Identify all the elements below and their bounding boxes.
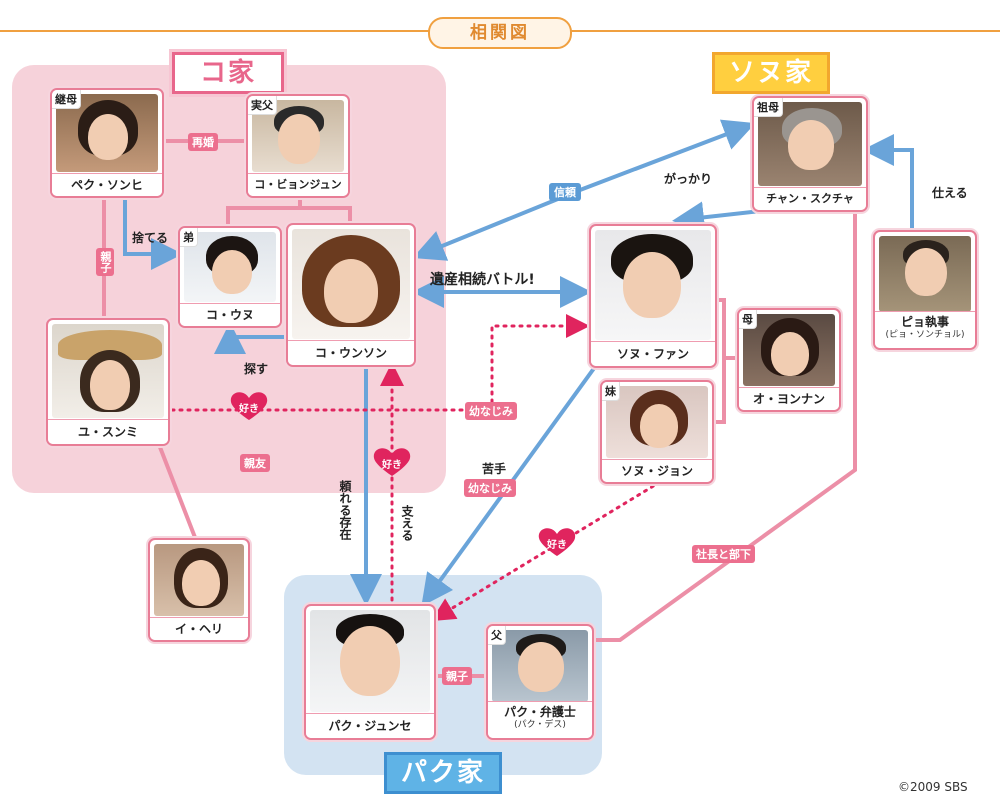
role-park-lawyer: 父 (488, 626, 506, 645)
park-family-sign: パク家 (384, 752, 502, 794)
role-sonu-jon: 妹 (602, 382, 620, 401)
photo-yu-sunmi (52, 324, 164, 418)
role-ko-une: 弟 (180, 228, 198, 247)
card-i-heri[interactable]: イ・ヘリ (148, 538, 250, 642)
name-o-yonnan: オ・ヨンナン (739, 387, 839, 410)
label-reliable: 頼れる存在 (338, 480, 352, 540)
role-pak-sonhi: 継母 (52, 90, 81, 109)
name-chan-sukucha: チャン・スクチャ (754, 187, 866, 210)
name-park-lawyer: パク・弁護士 (パク・デス) (488, 701, 592, 738)
heart-love-1: 好き (232, 392, 266, 422)
tag-parent-child-ko: 親子 (96, 248, 114, 276)
photo-sonu-fan (595, 230, 711, 340)
card-chan-sukucha[interactable]: 祖母 チャン・スクチャ (752, 96, 868, 212)
card-sonu-fan[interactable]: ソヌ・ファン (589, 224, 717, 368)
sonu-family-sign: ソヌ家 (712, 52, 830, 94)
tag-remarriage: 再婚 (188, 133, 218, 151)
heart-love-2: 好き (375, 448, 409, 478)
photo-ko-une (184, 232, 276, 302)
arrow-serve (862, 134, 914, 228)
tag-trust: 信頼 (549, 183, 581, 201)
name-i-heri: イ・ヘリ (150, 617, 248, 640)
tag-best-friend: 親友 (240, 454, 270, 472)
card-ko-byonjun[interactable]: 実父 コ・ビョンジュン (246, 94, 350, 198)
card-yu-sunmi[interactable]: ユ・スンミ (46, 318, 170, 446)
heart-text-3: 好き (547, 540, 567, 551)
card-pak-sonhi[interactable]: 継母 ペク・ソンヒ (50, 88, 164, 198)
tag-childhood-friend-1: 幼なじみ (465, 402, 517, 420)
name-pyo: ピョ執事 (ピョ・ソンチョル) (875, 311, 975, 348)
role-ko-byonjun: 実父 (248, 96, 277, 115)
photo-park-lawyer (492, 630, 588, 702)
tag-childhood-friend-2: 幼なじみ (464, 479, 516, 497)
card-park-lawyer[interactable]: 父 パク・弁護士 (パク・デス) (486, 624, 594, 740)
label-awkward: 苦手 (482, 462, 507, 476)
tag-parent-child-park: 親子 (442, 667, 472, 685)
photo-ko-unson (292, 229, 410, 339)
label-abandon: 捨てる (132, 231, 169, 245)
role-chan-sukucha: 祖母 (754, 98, 783, 117)
name-sonu-fan: ソヌ・ファン (591, 341, 715, 366)
photo-i-heri (154, 544, 244, 616)
card-pyo[interactable]: ピョ執事 (ピョ・ソンチョル) (873, 230, 977, 350)
label-search: 探す (244, 362, 269, 376)
role-o-yonnan: 母 (739, 310, 757, 329)
label-inheritance-battle: 遺産相続バトル! (430, 272, 535, 288)
name-pak-sonhi: ペク・ソンヒ (52, 173, 162, 196)
name-ko-une: コ・ウヌ (180, 303, 280, 326)
name-ko-byonjun: コ・ビョンジュン (248, 173, 348, 196)
photo-sonu-jon (606, 386, 708, 458)
name-park-junse: パク・ジュンセ (306, 713, 434, 738)
label-support: 支える (400, 505, 414, 541)
name-pyo-main: ピョ執事 (900, 315, 949, 329)
label-serve: 仕える (932, 186, 968, 200)
ko-family-sign: コ家 (172, 52, 284, 94)
name-pyo-sub: (ピョ・ソンチョル) (885, 330, 965, 340)
label-disappointed: がっかり (664, 172, 713, 186)
copyright: ©2009 SBS (898, 780, 968, 794)
tag-boss-subordinate: 社長と部下 (692, 545, 755, 563)
card-ko-unson[interactable]: コ・ウンソン (286, 223, 416, 367)
card-park-junse[interactable]: パク・ジュンセ (304, 604, 436, 740)
card-sonu-jon[interactable]: 妹 ソヌ・ジョン (600, 380, 714, 484)
photo-o-yonnan (743, 314, 835, 386)
card-ko-une[interactable]: 弟 コ・ウヌ (178, 226, 282, 328)
photo-pak-sonhi (56, 94, 158, 172)
name-yu-sunmi: ユ・スンミ (48, 419, 168, 444)
name-park-lawyer-sub: (パク・デス) (514, 720, 566, 730)
photo-pyo (879, 236, 971, 312)
name-sonu-jon: ソヌ・ジョン (602, 459, 712, 482)
card-o-yonnan[interactable]: 母 オ・ヨンナン (737, 308, 841, 412)
name-park-lawyer-main: パク・弁護士 (504, 705, 576, 719)
heart-text-2: 好き (382, 460, 402, 471)
name-ko-unson: コ・ウンソン (288, 340, 414, 365)
title-plate: 相関図 (428, 17, 572, 49)
heart-love-3: 好き (540, 528, 574, 558)
heart-text-1: 好き (239, 404, 259, 415)
photo-park-junse (310, 610, 430, 712)
